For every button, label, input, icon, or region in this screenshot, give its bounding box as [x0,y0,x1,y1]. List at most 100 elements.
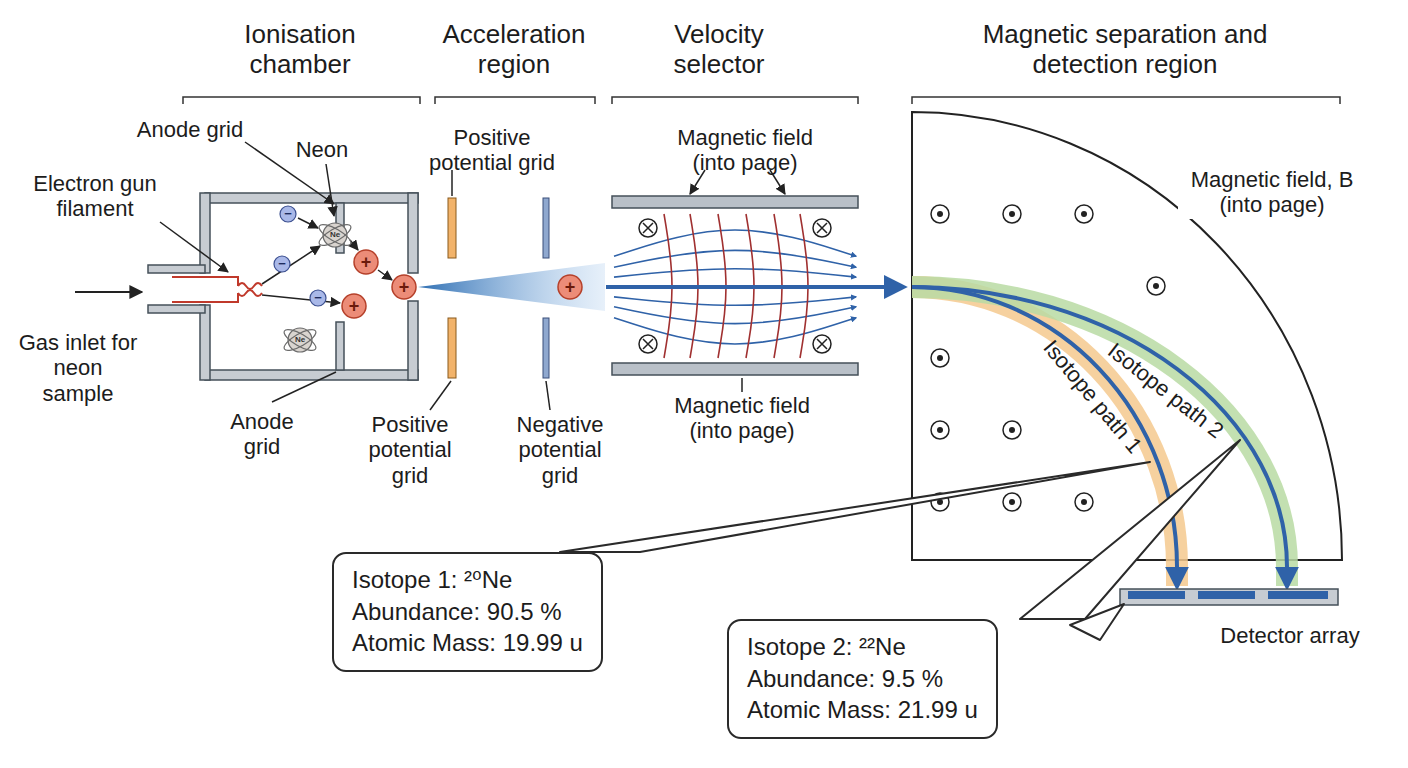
field-line [817,339,827,349]
field-line [813,219,831,237]
field-dot [931,421,949,439]
callout-box: Isotope 1: ²⁰NeAbundance: 90.5 %Atomic M… [332,552,603,672]
part-label: Magnetic field (into page) [655,125,835,176]
field-dot [1075,205,1093,223]
selector-plate [612,196,858,208]
isotope-path [912,287,1287,586]
field-dot [1081,499,1087,505]
field-dot [931,205,949,223]
field-dot [1009,499,1015,505]
field-dot [1075,493,1093,511]
electron [274,256,290,272]
inlet-arrow [75,291,142,293]
part-label: Neon [296,137,349,162]
chamber-wall [408,301,418,380]
chamber-wall [200,193,210,273]
field-dot [1009,427,1015,433]
field-dot [1003,205,1021,223]
chamber-wall [205,193,418,203]
field-dot [1081,211,1087,217]
detector-array [1120,589,1338,605]
chamber-wall [148,265,205,273]
field-line [614,297,856,305]
electron [274,206,326,306]
leader-line [160,222,228,272]
field-dot [1009,211,1015,217]
field-dot [1003,493,1021,511]
callout-tail [560,462,1150,552]
neon-ion [342,250,416,318]
process-arrow [262,295,340,303]
filament [172,293,238,302]
chamber-wall [205,370,418,380]
charge-symbol: − [278,257,286,272]
part-label: Negative potential grid [505,412,615,488]
section-bracket [183,97,1340,104]
field-line [643,339,653,349]
detector-array [1128,591,1185,599]
section-title: Magnetic separation and detection region [975,20,1275,80]
charge-symbol: + [565,277,576,298]
callout-tail [1020,440,1240,619]
leader-line [272,372,336,402]
charge-symbol: + [349,296,360,317]
ion-beam [606,285,903,289]
neon-atom [281,221,353,354]
detector-array [1120,589,1338,605]
process-arrow [298,218,318,228]
field-line [614,269,856,277]
detector-array [1198,591,1255,599]
chamber-wall [200,305,210,380]
process-arrow [262,218,392,303]
part-label: Electron gun filament [10,171,180,222]
field-dot [1003,421,1021,439]
callout-text: Abundance: 90.5 % [352,596,583,628]
section-bracket [435,97,595,104]
process-arrow [378,270,392,280]
field-dot [1147,277,1165,295]
field-dot [937,427,943,433]
electron [310,290,326,306]
leader-line [160,142,785,410]
callout-text: Isotope 2: ²²Ne [747,631,978,663]
selector-plate [612,363,858,375]
charge-symbol: + [399,277,410,298]
atom-symbol: Ne [330,231,340,239]
leader-line [546,381,550,410]
section-title: Ionisation chamber [200,20,400,80]
filament [172,277,262,302]
neon-atom [316,221,353,249]
neon-atom [316,221,353,249]
charge-symbol: + [361,252,372,273]
process-arrow [262,246,320,284]
field-line [614,307,856,324]
isotope-path [912,287,1287,586]
callout-box: Isotope 2: ²²NeAbundance: 9.5 %Atomic Ma… [727,619,998,739]
potential-grid [448,318,456,378]
field-line [614,250,856,267]
atom-symbol: Ne [295,336,305,344]
electron [280,206,296,222]
section-title: Acceleration region [414,20,614,80]
field-dot [937,211,943,217]
field-dot [937,355,943,361]
neon-atom [288,328,312,352]
part-label: Gas inlet for neon sample [18,330,138,406]
part-label: Positive potential grid [355,412,465,488]
callout-text: Atomic Mass: 19.99 u [352,627,583,659]
part-label: Magnetic field (into page) [652,393,832,444]
part-label: Positive potential grid [417,125,567,176]
chamber-wall [148,305,205,313]
potential-grid [543,318,549,378]
field-line [643,223,653,233]
potential-grid [448,198,549,378]
neon-ion [342,294,366,318]
part-label: Anode grid [115,117,265,142]
part-label: Detector array [1190,623,1390,648]
charge-symbol: − [284,207,292,222]
neon-atom [281,326,318,354]
part-label: Magnetic field, B (into page) [1178,165,1366,220]
part-label: Anode grid [212,409,312,460]
